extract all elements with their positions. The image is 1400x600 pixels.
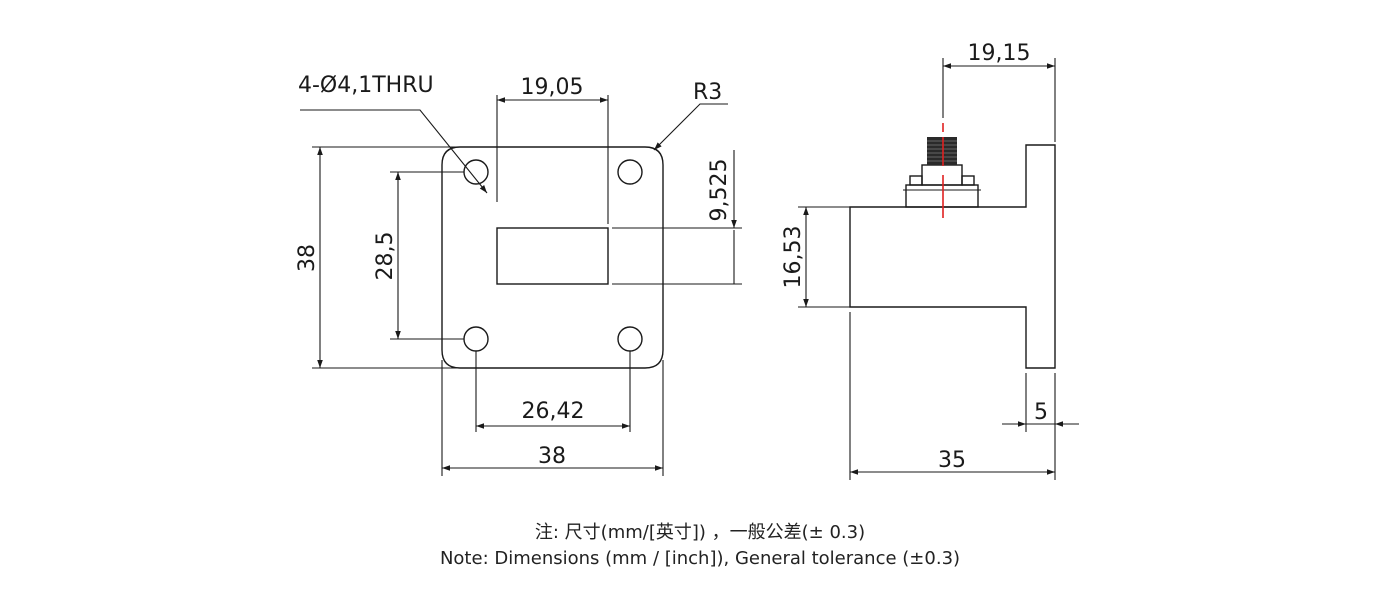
dim-hole-spacing-vertical-label: 28,5 <box>373 232 398 281</box>
dim-flange-width-label: 38 <box>538 444 566 469</box>
drawing-notes: 注: 尺寸(mm/[英寸]) ，一般公差(± 0.3) Note: Dimens… <box>0 520 1400 572</box>
dim-overall-length-label: 35 <box>938 448 966 473</box>
dim-aperture-width-label: 19,05 <box>521 75 584 100</box>
dim-flange-thickness: 5 <box>1002 373 1079 432</box>
dim-body-height-label: 16,53 <box>781 226 806 289</box>
flange-outline <box>441 146 664 369</box>
connector-nut-left <box>909 175 923 186</box>
mounting-hole-top-left <box>463 159 489 185</box>
radius-callout-label: R3 <box>693 80 722 105</box>
dim-hole-spacing-horizontal-label: 26,42 <box>522 399 585 424</box>
connector-nut-right <box>961 175 975 186</box>
mounting-hole-bottom-left <box>463 326 489 352</box>
connector-thread-lines <box>927 140 957 162</box>
note-line-english: Note: Dimensions (mm / [inch]), General … <box>439 548 961 569</box>
mounting-hole-bottom-right <box>617 326 643 352</box>
dim-connector-offset: 19,15 <box>942 41 1056 142</box>
hole-callout-label: 4-Ø4,1THRU <box>298 73 434 98</box>
connector-body <box>921 164 963 186</box>
dim-body-height: 16,53 <box>781 206 850 308</box>
note-line-chinese: 注: 尺寸(mm/[英寸]) ，一般公差(± 0.3) <box>534 522 866 543</box>
dim-flange-height: 38 <box>295 146 460 369</box>
radius-callout: R3 <box>653 80 728 151</box>
dim-connector-offset-label: 19,15 <box>968 41 1031 66</box>
hole-callout: 4-Ø4,1THRU <box>298 73 488 194</box>
dim-aperture-width: 19,05 <box>496 75 609 224</box>
dim-overall-length: 35 <box>849 312 1056 480</box>
dim-hole-spacing-horizontal: 26,42 <box>475 351 631 432</box>
waveguide-aperture <box>496 227 609 285</box>
dim-aperture-half-height-label: 9,525 <box>707 159 732 222</box>
dim-flange-width: 38 <box>441 360 664 476</box>
front-view: 19,05 4-Ø4,1THRU R3 9,525 38 <box>295 73 742 476</box>
dim-flange-thickness-label: 5 <box>1034 400 1048 425</box>
dim-aperture-half-height: 9,525 <box>612 150 742 285</box>
side-view: 19,15 16,53 5 35 <box>781 41 1079 480</box>
connector-base <box>905 184 979 208</box>
dim-hole-spacing-vertical: 28,5 <box>373 171 464 340</box>
dim-flange-height-label: 38 <box>295 244 320 272</box>
technical-drawing: 19,05 4-Ø4,1THRU R3 9,525 38 <box>295 41 1079 480</box>
side-outline <box>849 144 1056 369</box>
mounting-hole-top-right <box>617 159 643 185</box>
connector-thread <box>927 137 957 165</box>
